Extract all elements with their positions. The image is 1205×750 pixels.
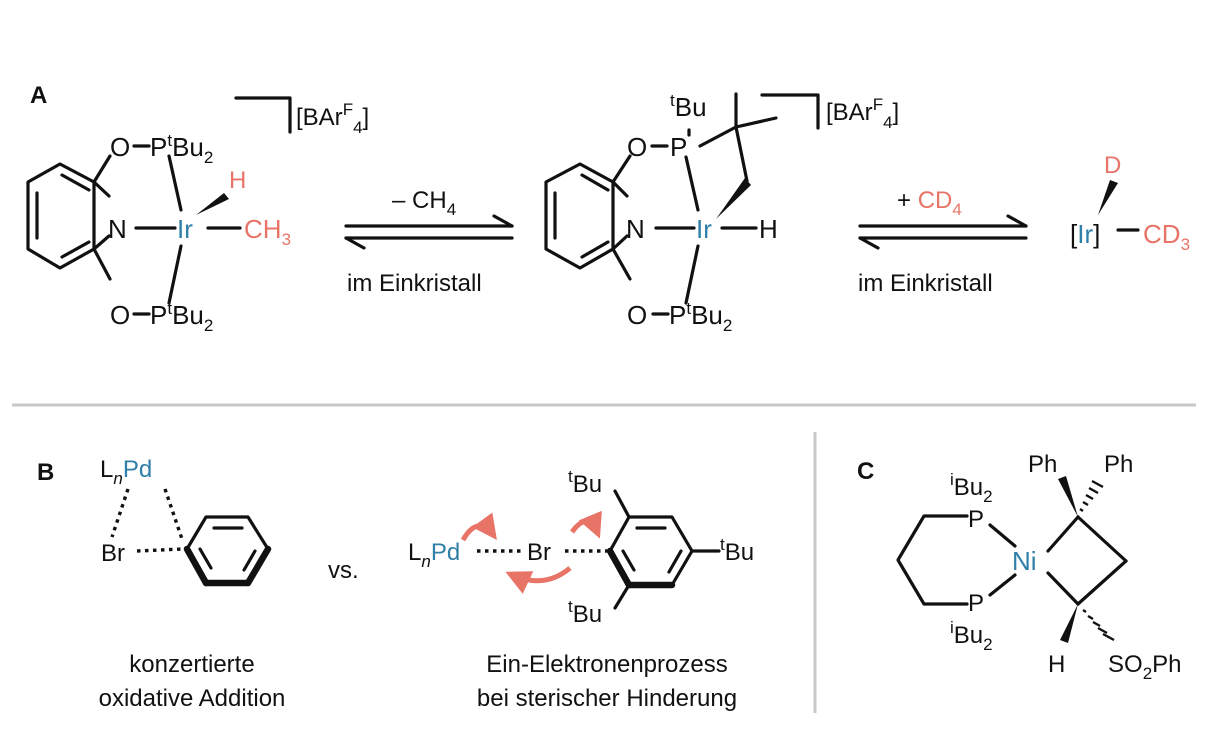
arrow-1-bottom-label: im Einkristall (347, 270, 482, 297)
intermediate-pincer (544, 92, 778, 316)
vs-label: vs. (328, 557, 359, 584)
c-p-bottom: P (968, 590, 984, 617)
intermediate-o-bottom: O (627, 300, 647, 330)
counterion-2: [BArF4] (826, 95, 899, 132)
b-right-br: Br (527, 539, 551, 566)
intermediate-h: H (759, 214, 778, 244)
b-right-tbu-right: tBu (720, 535, 754, 566)
c-h: H (1048, 651, 1065, 678)
b-left-dash-pd-c (163, 488, 184, 540)
panel-c-label: C (857, 458, 874, 485)
c-p-top: P (968, 506, 984, 533)
b-left-dash-pd-br (110, 488, 130, 538)
intermediate-tbu: tBu (670, 91, 707, 122)
reactant-o-bottom: O (110, 300, 130, 330)
c-ph-right: Ph (1104, 451, 1133, 478)
c-ibu2-bottom: iBu2 (950, 618, 993, 654)
product-wedge (1098, 180, 1118, 215)
charge-bracket-1 (234, 96, 292, 134)
caption-concerted-1: konzertierte (129, 651, 254, 678)
b-left-lnpd: LnPd (100, 456, 152, 488)
panel-a-label: A (30, 82, 47, 109)
caption-set-1: Ein-Elektronenprozess (486, 651, 727, 678)
intermediate-p-top: P (670, 132, 687, 162)
intermediate-n: N (626, 214, 645, 244)
panel-b-label: B (37, 459, 54, 486)
equilibrium-arrow-1 (344, 214, 514, 250)
b-right-tbu-top: tBu (568, 467, 602, 498)
reactant-ptbu2-top: PtBu2 (150, 131, 213, 167)
b-right-curved-arrow-2 (505, 566, 572, 594)
nickelacyclobutane-complex (896, 476, 1128, 643)
counterion-1: [BArF4] (296, 100, 369, 137)
b-left-benzene (183, 515, 272, 587)
intermediate-o-top: O (627, 132, 647, 162)
b-right-aryl (606, 489, 721, 610)
c-so2ph: SO2Ph (1108, 651, 1182, 683)
reactant-ir: Ir (177, 214, 193, 244)
arrow-2-top-label: + CD4 (897, 187, 962, 219)
product-cd3: CD3 (1143, 219, 1190, 254)
intermediate-ptbu2-bottom: PtBu2 (669, 299, 732, 335)
c-ibu2-top: iBu2 (950, 470, 993, 506)
arrow-1-top-label: – CH4 (392, 187, 456, 219)
b-right-curved-arrow-3 (569, 510, 602, 539)
b-left-br: Br (101, 540, 125, 567)
caption-set-2: bei sterischer Hinderung (477, 685, 737, 712)
c-ph-left: Ph (1028, 451, 1057, 478)
c-ni: Ni (1012, 546, 1037, 576)
arrow-2-bottom-label: im Einkristall (858, 270, 993, 297)
charge-bracket-2 (760, 93, 820, 130)
reactant-o-top: O (110, 132, 130, 162)
reactant-ch3: CH3 (244, 214, 291, 249)
reactant-ptbu2-bottom: PtBu2 (150, 299, 213, 335)
product-d: D (1104, 152, 1121, 179)
caption-concerted-2: oxidative Addition (99, 685, 286, 712)
equilibrium-arrow-2 (858, 214, 1028, 250)
b-right-curved-arrow-1 (460, 512, 497, 542)
reactant-n: N (108, 214, 127, 244)
intermediate-ir: Ir (696, 214, 712, 244)
reactant-h: H (229, 167, 246, 194)
b-left-dash-br-c (136, 547, 184, 553)
product-ir: [Ir] (1070, 219, 1100, 249)
reactant-pincer (26, 144, 242, 316)
b-right-lnpd: LnPd (408, 539, 460, 571)
b-right-tbu-bottom: tBu (568, 597, 602, 628)
